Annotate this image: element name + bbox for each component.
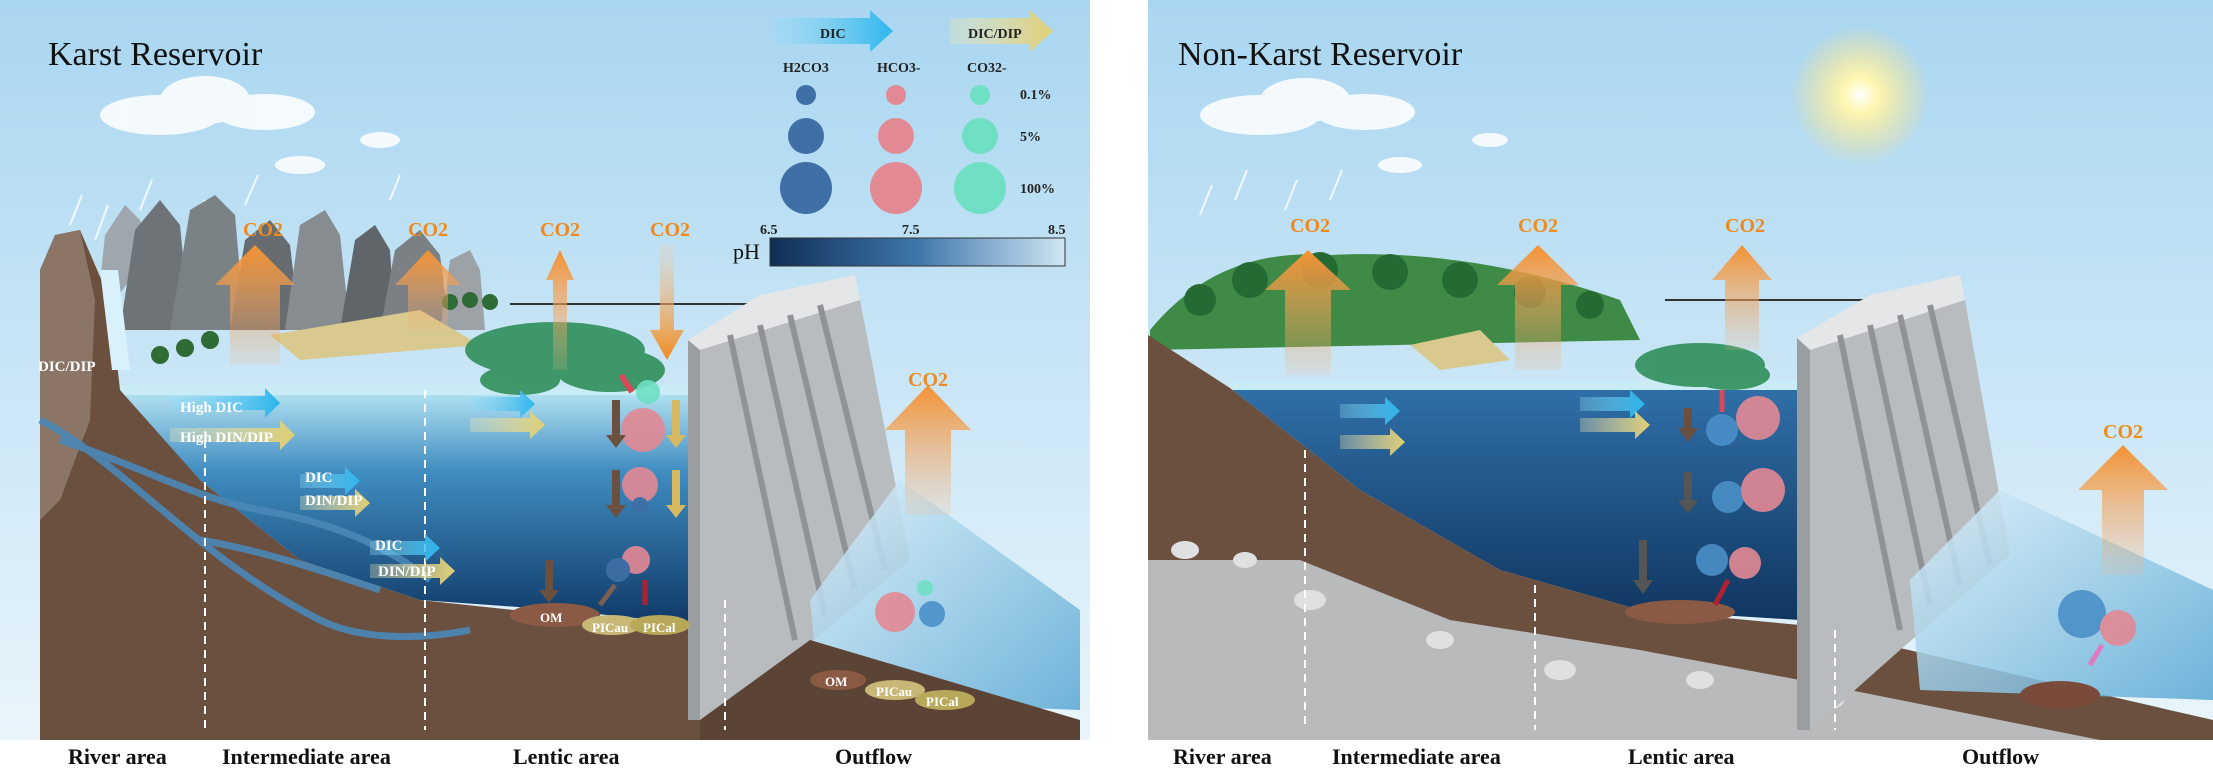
area-label: Outflow	[835, 744, 912, 767]
legend-percent: 100%	[1020, 182, 1055, 197]
high-din-dip-label: High DIN/DIP	[180, 430, 273, 446]
karst-outflow-water	[810, 480, 1080, 710]
dic-dip-label: DIC/DIP	[38, 359, 96, 375]
din-dip-label: DIN/DIP	[378, 564, 436, 580]
legend-species-label: HCO3-	[877, 61, 921, 76]
karst-reservoir-water	[115, 390, 700, 625]
dic-arrow	[1340, 390, 1645, 425]
legend-percent: 0.1%	[1020, 88, 1052, 103]
vertical-flux-arrows	[539, 373, 686, 607]
legend-co3-large	[954, 162, 1006, 214]
vertical-flux-arrows	[1633, 390, 2105, 667]
legend-hco3-small	[886, 85, 906, 105]
dic-label: DIC	[375, 538, 403, 554]
dic-label: DIC	[305, 470, 333, 486]
cloud-icon	[1200, 78, 1508, 173]
co2-label: CO2	[2103, 421, 2143, 443]
legend-h2co3-small	[796, 85, 816, 105]
area-label: River area	[1173, 744, 1272, 767]
din-dip-label: DIN/DIP	[305, 493, 363, 509]
legend-dic-arrow	[775, 10, 893, 52]
cloud-icon	[100, 76, 400, 174]
legend-hco3-mid	[878, 118, 914, 154]
picau-label: PICau	[876, 684, 912, 699]
karst-dam	[688, 275, 910, 720]
co2-label: CO2	[908, 369, 948, 391]
ph-label: pH	[733, 239, 760, 264]
nonkarst-outflow-water	[1910, 490, 2213, 700]
algae-bloom	[1635, 343, 1770, 390]
panel-title: Non-Karst Reservoir	[1178, 36, 1463, 73]
legend-co3-small	[970, 85, 990, 105]
nonkarst-bedrock	[1148, 560, 2100, 740]
legend: DIC DIC/DIP H2CO3 HCO3- CO32- 0.1% 5% 10…	[733, 10, 1066, 267]
pical-label: PICal	[643, 620, 676, 635]
area-label: Intermediate area	[222, 744, 391, 767]
karst-cliff-face	[40, 230, 95, 520]
dic-arrow	[170, 388, 535, 562]
waterfall	[100, 270, 130, 370]
nonkarst-water-surface	[1230, 380, 1800, 390]
legend-dic-dip-label: DIC/DIP	[968, 27, 1022, 42]
karst-water-surface	[115, 385, 700, 395]
legend-dic-label: DIC	[820, 27, 846, 42]
area-label: River area	[68, 744, 167, 767]
legend-species-label: CO32-	[967, 61, 1007, 76]
co2-label: CO2	[243, 219, 283, 241]
ph-tick: 7.5	[902, 223, 920, 238]
area-label: Outflow	[1962, 744, 2039, 767]
panel-title: Karst Reservoir	[48, 36, 263, 73]
co2-label: CO2	[1518, 215, 1558, 237]
area-label: Lentic area	[1628, 744, 1735, 767]
om-label: OM	[540, 610, 562, 625]
picau-label: PICau	[592, 620, 628, 635]
co2-label: CO2	[1725, 215, 1765, 237]
legend-species-label: H2CO3	[783, 61, 829, 76]
nonkarst-panel: CO2 CO2 CO2 CO2	[1148, 0, 2213, 769]
sun-icon	[1790, 25, 1930, 165]
bedrock-pebbles	[1171, 541, 1844, 709]
area-divider	[1304, 450, 1836, 730]
dip-arrow	[1340, 411, 1650, 456]
om-label: OM	[825, 674, 847, 689]
dip-arrow	[170, 411, 545, 585]
karst-panel: CO2 CO2 CO2 CO2 CO2 DIC/DIP High DIC Hig…	[0, 0, 1090, 769]
sediment-layer	[1625, 600, 1735, 624]
pical-label: PICal	[926, 694, 959, 709]
co2-arrow	[215, 245, 971, 515]
co2-label: CO2	[1290, 215, 1330, 237]
nonkarst-dam	[1797, 275, 2010, 730]
ph-tick: 8.5	[1048, 223, 1066, 238]
sediment-layer	[2020, 681, 2100, 709]
sediment-layer	[510, 603, 975, 710]
area-label: Lentic area	[513, 744, 620, 767]
high-dic-label: High DIC	[180, 400, 243, 416]
ph-tick: 6.5	[760, 223, 778, 238]
carbon-bubbles	[606, 380, 945, 632]
legend-co3-mid	[962, 118, 998, 154]
co2-label: CO2	[650, 219, 690, 241]
carbon-bubbles	[1696, 396, 2136, 646]
legend-dic-dip-arrow	[950, 10, 1053, 52]
legend-percent: 5%	[1020, 130, 1041, 145]
legend-h2co3-large	[780, 162, 832, 214]
co2-label: CO2	[408, 219, 448, 241]
rain-icon	[1199, 169, 1343, 216]
legend-hco3-large	[870, 162, 922, 214]
ph-colorbar	[769, 237, 1066, 267]
co2-arrow	[1265, 245, 2168, 575]
legend-h2co3-mid	[788, 118, 824, 154]
area-label: Intermediate area	[1332, 744, 1501, 767]
co2-label: CO2	[540, 219, 580, 241]
